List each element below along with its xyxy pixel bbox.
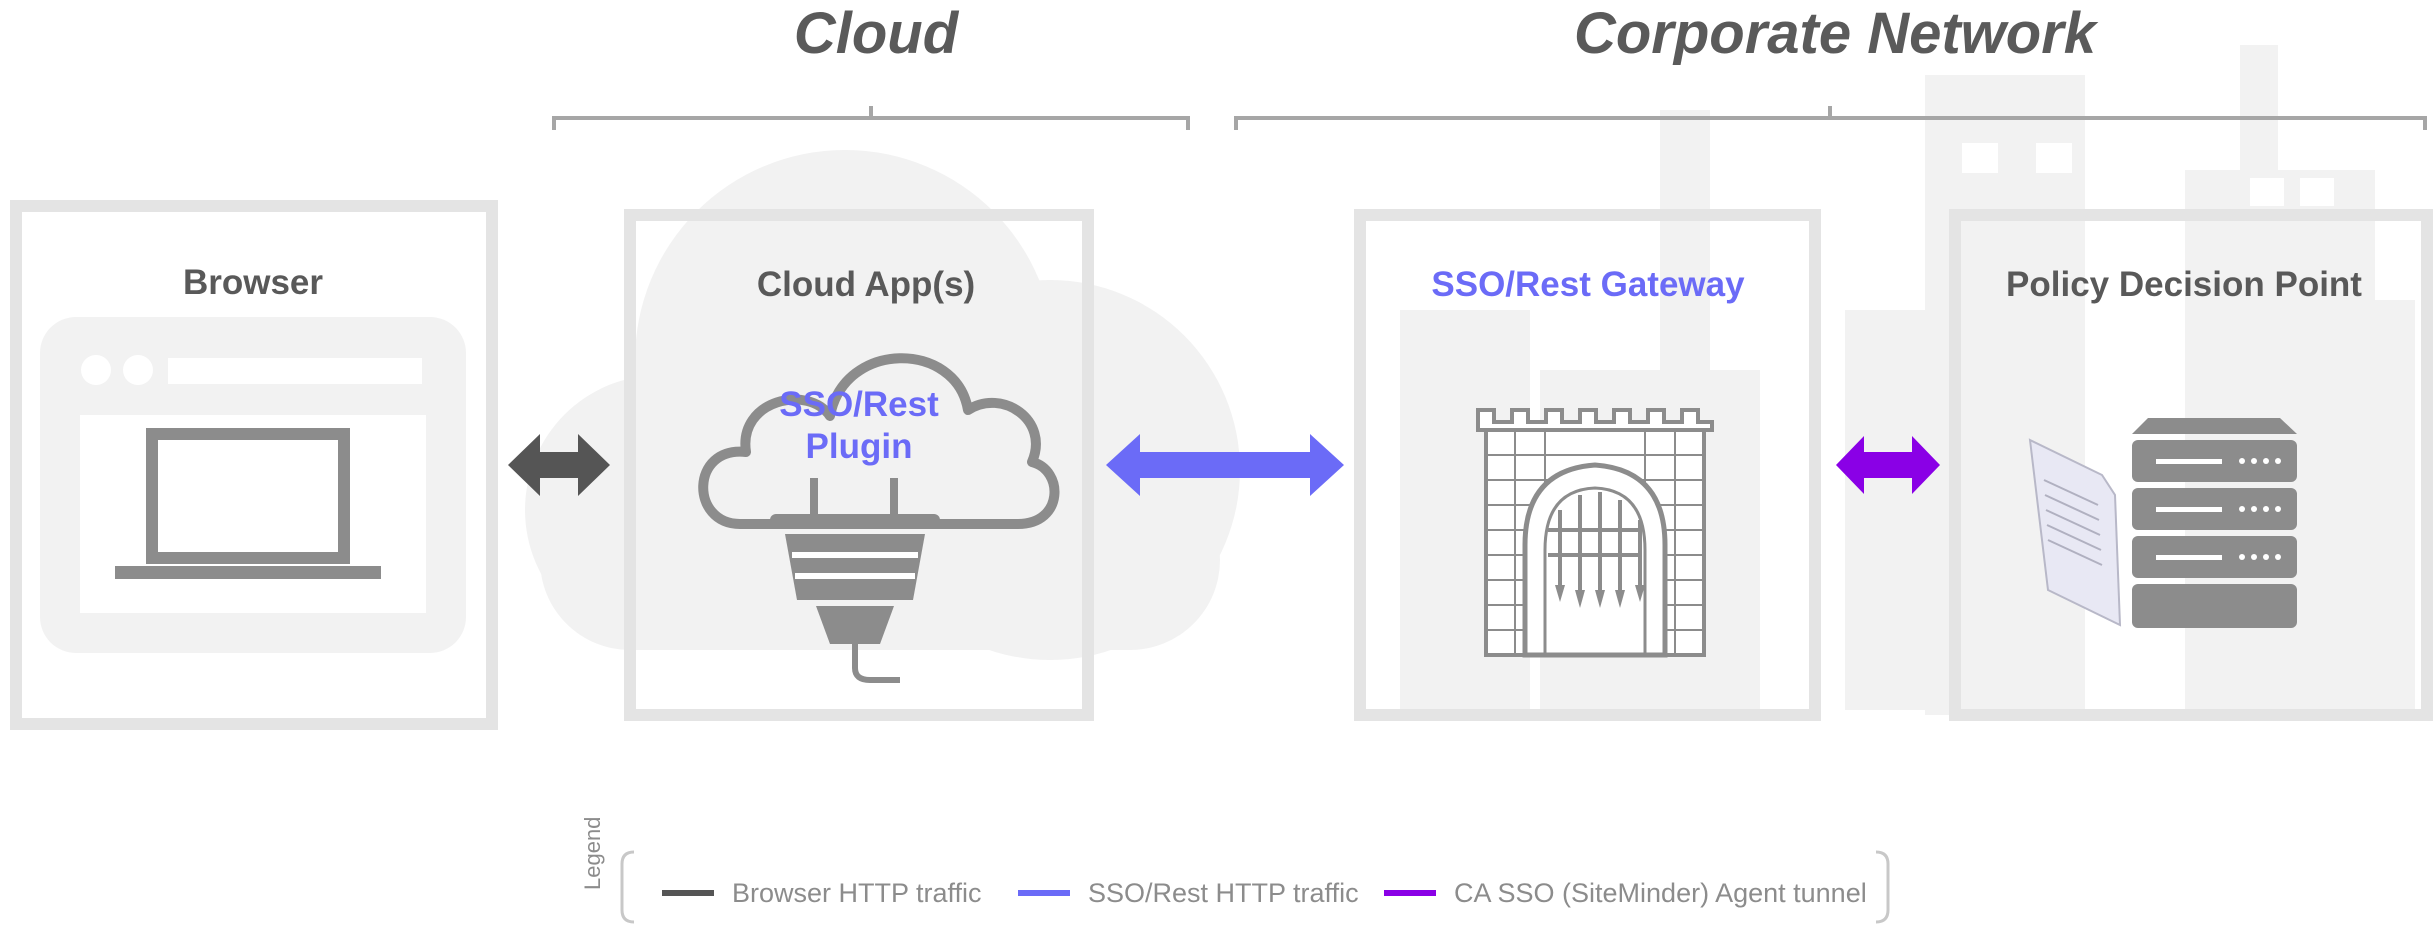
- corporate-region-bracket: [1234, 106, 2427, 130]
- plugin-label-line1: SSO/Rest: [779, 385, 939, 424]
- plugin-label-line2: Plugin: [805, 427, 913, 466]
- pdp-title: Policy Decision Point: [2006, 265, 2362, 304]
- legend-swatch-agent-tunnel: [1384, 890, 1436, 896]
- cloud-plug-icon: [698, 353, 1060, 683]
- legend-label-agent-tunnel: CA SSO (SiteMinder) Agent tunnel: [1454, 877, 1867, 908]
- legend-label-browser-http: Browser HTTP traffic: [732, 877, 982, 908]
- browser-box: [10, 200, 498, 730]
- laptop-icon: [115, 428, 381, 579]
- gateway-box: [1354, 209, 1821, 721]
- legend-item-browser-http: Browser HTTP traffic: [662, 873, 982, 913]
- gateway-title: SSO/Rest Gateway: [1431, 265, 1745, 304]
- legend-bracket: [620, 850, 1890, 924]
- legend-item-agent-tunnel: CA SSO (SiteMinder) Agent tunnel: [1384, 873, 1867, 913]
- sso-rest-http-arrow: [1106, 434, 1344, 496]
- document-icon: [2028, 438, 2122, 627]
- server-rack-icon: [2132, 418, 2297, 628]
- legend-item-sso-rest-http: SSO/Rest HTTP traffic: [1018, 873, 1359, 913]
- cloud-region-bracket: [552, 106, 1190, 130]
- castle-gate-icon: [1476, 408, 1714, 658]
- cloud-app-box: [624, 209, 1094, 721]
- legend-swatch-sso-rest-http: [1018, 890, 1070, 896]
- browser-title: Browser: [182, 263, 324, 302]
- agent-tunnel-arrow: [1836, 436, 1940, 494]
- browser-http-arrow: [508, 434, 610, 496]
- browser-window-icon: [40, 317, 466, 653]
- city-skyline-background: [1400, 45, 2415, 715]
- cloud-app-title: Cloud App(s): [756, 265, 976, 304]
- legend-title: Legend: [580, 816, 605, 890]
- corporate-region-title: Corporate Network: [1573, 1, 2097, 66]
- pdp-box: [1949, 209, 2433, 721]
- legend-label-sso-rest-http: SSO/Rest HTTP traffic: [1088, 877, 1359, 908]
- cloud-region-title: Cloud: [793, 1, 959, 66]
- legend-swatch-browser-http: [662, 890, 714, 896]
